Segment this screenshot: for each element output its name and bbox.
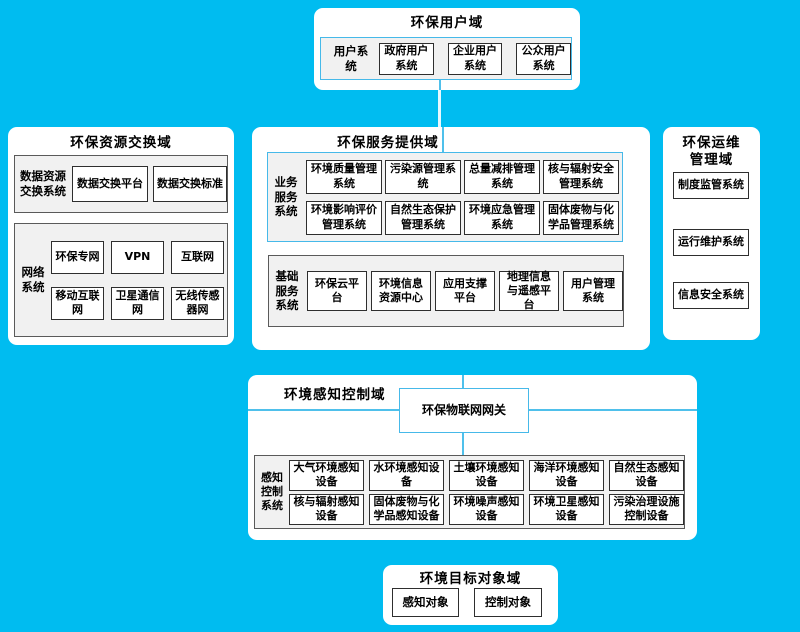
data-exchange-label: 数据资源交换系统 — [20, 169, 66, 198]
domain-exchange: 环保资源交换域 数据资源交换系统 数据交换平台 数据交换标准 网络系统 环保专网… — [8, 127, 234, 345]
box-government-user-system: 政府用户系统 — [379, 42, 434, 75]
box-marine-sensing-device: 海洋环境感知设备 — [529, 459, 604, 491]
box-natural-ecology-sensing-device: 自然生态感知设备 — [609, 459, 684, 491]
box-epa-cloud-platform: 环保云平台 — [307, 271, 367, 311]
box-noise-sensing-device: 环境噪声感知设备 — [449, 493, 524, 525]
domain-operations: 环保运维管理域 制度监管系统 运行维护系统 信息安全系统 — [663, 127, 760, 340]
box-user-management-system: 用户管理系统 — [563, 271, 623, 311]
box-nuclear-radiation-sensing-device: 核与辐射感知设备 — [289, 493, 364, 525]
sensing-devices-grid: 大气环境感知设备 水环境感知设备 土壤环境感知设备 海洋环境感知设备 自然生态感… — [289, 459, 684, 525]
box-natural-ecology-protection-mgmt: 自然生态保护管理系统 — [385, 200, 461, 235]
box-pollution-source-mgmt: 污染源管理系统 — [385, 159, 461, 194]
connector-user-to-service — [438, 86, 441, 131]
sensing-devices-label: 感知控制系统 — [261, 470, 283, 513]
sensing-right-line — [529, 409, 697, 411]
box-satellite-sensing-device: 环境卫星感知设备 — [529, 493, 604, 525]
domain-service: 环保服务提供域 业务服务系统 环境质量管理系统 污染源管理系统 总量减排管理系统… — [252, 127, 650, 350]
basic-services-grid: 环保云平台 环境信息资源中心 应用支撑平台 地理信息与遥感平台 用户管理系统 — [307, 270, 623, 311]
box-atmospheric-sensing-device: 大气环境感知设备 — [289, 459, 364, 491]
box-control-object: 控制对象 — [474, 588, 542, 617]
business-services-section: 业务服务系统 环境质量管理系统 污染源管理系统 总量减排管理系统 核与辐射安全管… — [267, 152, 623, 242]
basic-services-section: 基础服务系统 环保云平台 环境信息资源中心 应用支撑平台 地理信息与遥感平台 用… — [268, 255, 624, 327]
user-systems-section: 用户系统 政府用户系统 企业用户系统 公众用户系统 — [320, 37, 572, 80]
box-epa-private-network: 环保专网 — [51, 240, 104, 274]
user-domain-stub-line — [439, 80, 441, 90]
box-nuclear-radiation-safety-mgmt: 核与辐射安全管理系统 — [543, 159, 619, 194]
domain-exchange-title: 环保资源交换域 — [70, 135, 172, 151]
box-pollution-control-facility-device: 污染治理设施控制设备 — [609, 493, 684, 525]
box-env-quality-mgmt: 环境质量管理系统 — [306, 159, 382, 194]
box-internet: 互联网 — [171, 240, 224, 274]
box-gis-remote-sensing-platform: 地理信息与遥感平台 — [499, 270, 559, 311]
box-total-emission-reduction-mgmt: 总量减排管理系统 — [464, 159, 540, 194]
box-env-info-resource-center: 环境信息资源中心 — [371, 271, 431, 311]
domain-sensing-title: 环境感知控制域 — [284, 387, 386, 403]
box-operation-maintenance-system: 运行维护系统 — [673, 229, 749, 256]
network-grid: 环保专网 VPN 互联网 移动互联网 卫星通信网 无线传感器网 — [51, 240, 224, 320]
business-services-label: 业务服务系统 — [274, 174, 298, 219]
basic-services-label: 基础服务系统 — [275, 268, 299, 313]
box-solid-waste-chemicals-sensing-device: 固体废物与化学品感知设备 — [369, 493, 444, 525]
box-data-exchange-standard: 数据交换标准 — [153, 166, 227, 202]
box-iot-gateway: 环保物联网网关 — [399, 388, 529, 433]
service-domain-stub-line — [442, 127, 444, 152]
box-enterprise-user-system: 企业用户系统 — [447, 42, 503, 75]
box-wireless-sensor-network: 无线传感器网 — [171, 286, 224, 320]
box-sensing-object: 感知对象 — [392, 588, 459, 617]
box-satellite-network: 卫星通信网 — [111, 286, 164, 320]
box-information-security-system: 信息安全系统 — [673, 282, 749, 309]
sensing-gateway-down-line — [462, 433, 464, 455]
domain-user: 环保用户域 用户系统 政府用户系统 企业用户系统 公众用户系统 — [314, 8, 580, 90]
box-mobile-internet: 移动互联网 — [51, 286, 104, 320]
sensing-top-stub-line — [462, 375, 464, 388]
sensing-devices-section: 感知控制系统 大气环境感知设备 水环境感知设备 土壤环境感知设备 海洋环境感知设… — [254, 455, 685, 529]
box-institution-supervision-system: 制度监管系统 — [673, 172, 749, 199]
sensing-left-line — [248, 409, 399, 411]
user-systems-label: 用户系统 — [333, 43, 369, 73]
box-vpn: VPN — [111, 240, 164, 274]
domain-sensing: 环境感知控制域 环保物联网网关 感知控制系统 大气环境感知设备 水环境感知设备 … — [248, 375, 697, 540]
box-solid-waste-chemicals-mgmt: 固体废物与化学品管理系统 — [543, 200, 619, 235]
domain-service-title: 环保服务提供域 — [337, 135, 439, 151]
domain-target-title: 环境目标对象域 — [419, 571, 522, 587]
box-application-support-platform: 应用支撑平台 — [435, 271, 495, 311]
business-services-grid: 环境质量管理系统 污染源管理系统 总量减排管理系统 核与辐射安全管理系统 环境影… — [306, 159, 619, 235]
box-env-emergency-mgmt: 环境应急管理系统 — [464, 200, 540, 235]
network-label: 网络系统 — [21, 265, 45, 294]
domain-operations-title: 环保运维管理域 — [682, 135, 741, 168]
box-public-user-system: 公众用户系统 — [516, 42, 572, 75]
box-env-impact-assessment-mgmt: 环境影响评价管理系统 — [306, 200, 382, 235]
box-soil-sensing-device: 土壤环境感知设备 — [449, 459, 524, 491]
box-data-exchange-platform: 数据交换平台 — [72, 166, 148, 202]
box-water-sensing-device: 水环境感知设备 — [369, 459, 444, 491]
domain-user-title: 环保用户域 — [410, 15, 484, 31]
data-exchange-section: 数据资源交换系统 数据交换平台 数据交换标准 — [14, 155, 228, 213]
domain-target: 环境目标对象域 感知对象 控制对象 — [383, 565, 558, 625]
network-section: 网络系统 环保专网 VPN 互联网 移动互联网 卫星通信网 无线传感器网 — [14, 223, 228, 337]
